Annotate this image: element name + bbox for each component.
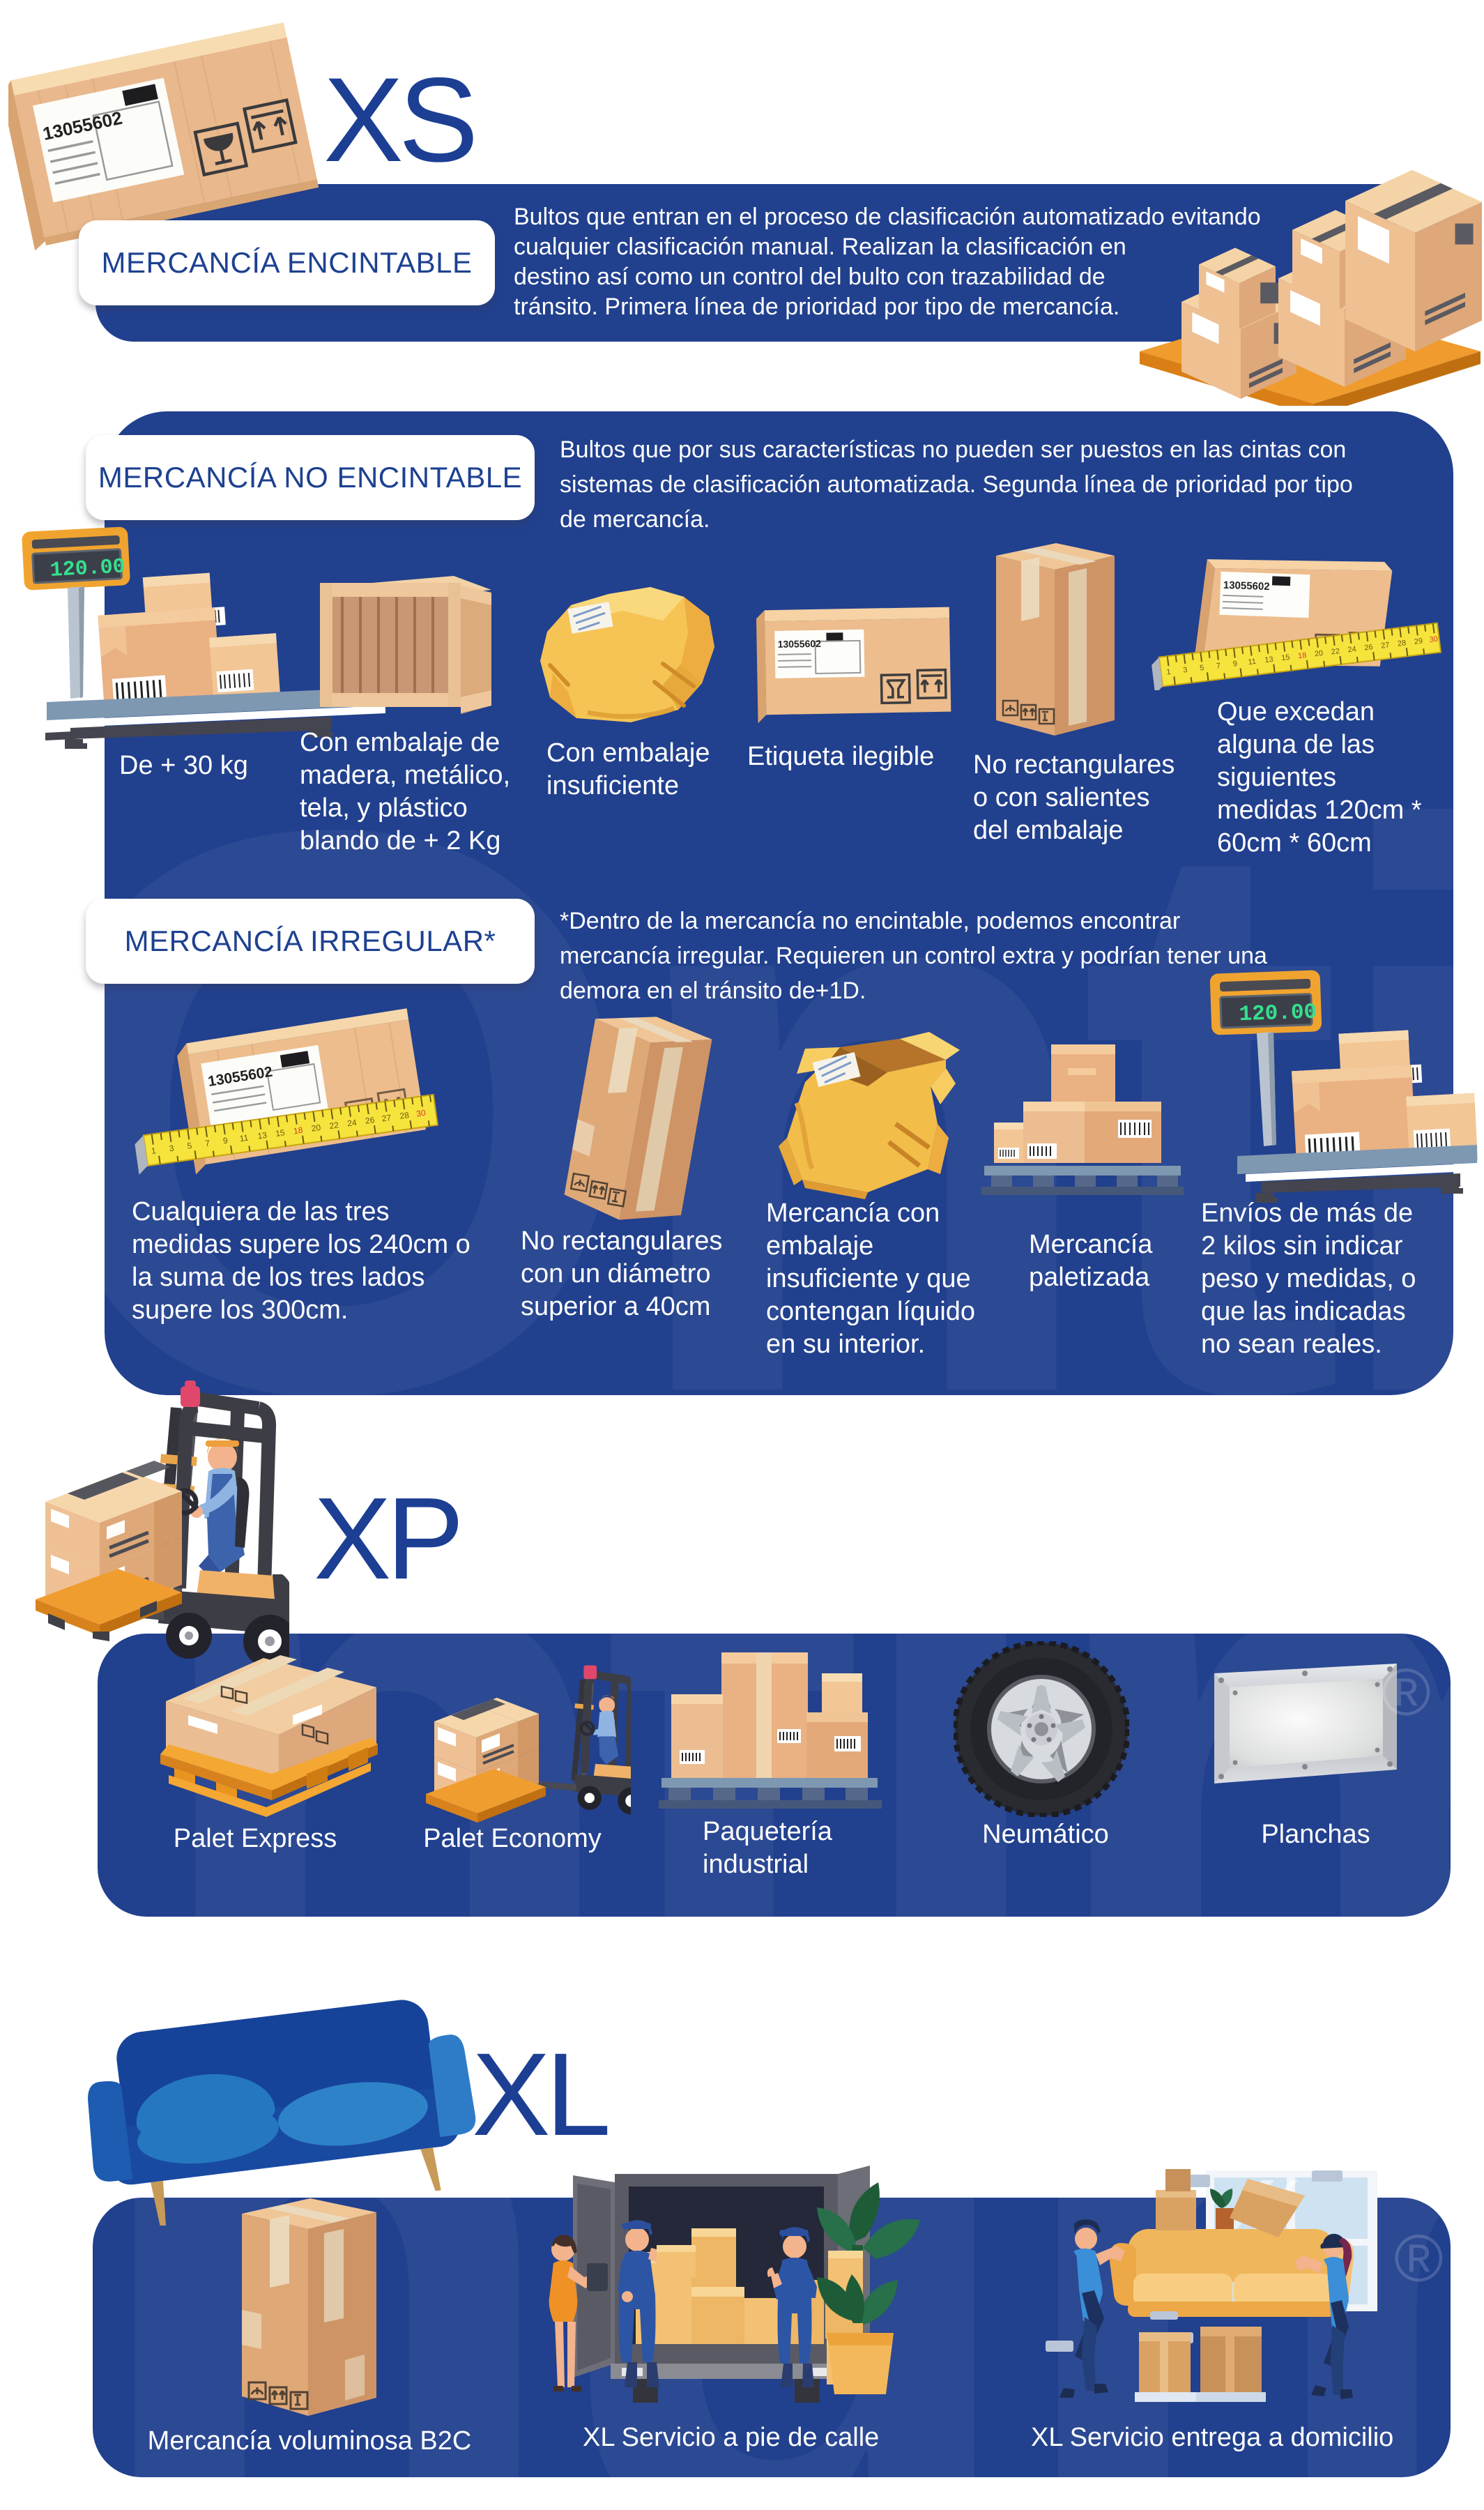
svg-text:3: 3 (1183, 666, 1188, 675)
svg-text:13: 13 (1264, 655, 1274, 664)
svg-text:30: 30 (1429, 635, 1439, 644)
svg-text:11: 11 (1248, 657, 1257, 667)
svg-text:24: 24 (346, 1118, 357, 1129)
svg-text:30: 30 (415, 1108, 426, 1119)
svg-text:29: 29 (1414, 637, 1423, 646)
svg-text:18: 18 (293, 1125, 303, 1136)
svg-text:28: 28 (399, 1110, 410, 1121)
svg-text:5: 5 (1199, 664, 1204, 673)
svg-text:20: 20 (1314, 649, 1324, 658)
svg-text:27: 27 (1381, 641, 1391, 650)
svg-text:7: 7 (1216, 662, 1221, 671)
svg-text:13: 13 (257, 1130, 268, 1141)
svg-text:15: 15 (1281, 653, 1291, 662)
svg-text:24: 24 (1347, 645, 1357, 654)
svg-text:26: 26 (1364, 643, 1374, 652)
svg-text:22: 22 (1331, 647, 1340, 656)
svg-text:7: 7 (204, 1138, 211, 1148)
svg-text:13055602: 13055602 (777, 638, 821, 650)
svg-text:15: 15 (275, 1127, 285, 1139)
svg-text:5: 5 (187, 1141, 193, 1151)
svg-text:3: 3 (169, 1143, 175, 1154)
svg-text:1: 1 (1166, 668, 1172, 677)
svg-text:120.00: 120.00 (1239, 1000, 1317, 1027)
svg-text:27: 27 (381, 1113, 392, 1124)
svg-text:13055602: 13055602 (1223, 579, 1270, 593)
svg-text:28: 28 (1397, 639, 1407, 648)
svg-text:20: 20 (311, 1123, 321, 1134)
svg-text:9: 9 (1232, 660, 1238, 669)
svg-text:11: 11 (239, 1133, 250, 1144)
svg-text:120.00: 120.00 (49, 555, 126, 583)
svg-text:9: 9 (222, 1136, 229, 1146)
svg-text:18: 18 (1297, 651, 1307, 660)
svg-text:26: 26 (365, 1115, 375, 1126)
svg-text:22: 22 (329, 1120, 339, 1131)
svg-text:1: 1 (151, 1146, 157, 1156)
